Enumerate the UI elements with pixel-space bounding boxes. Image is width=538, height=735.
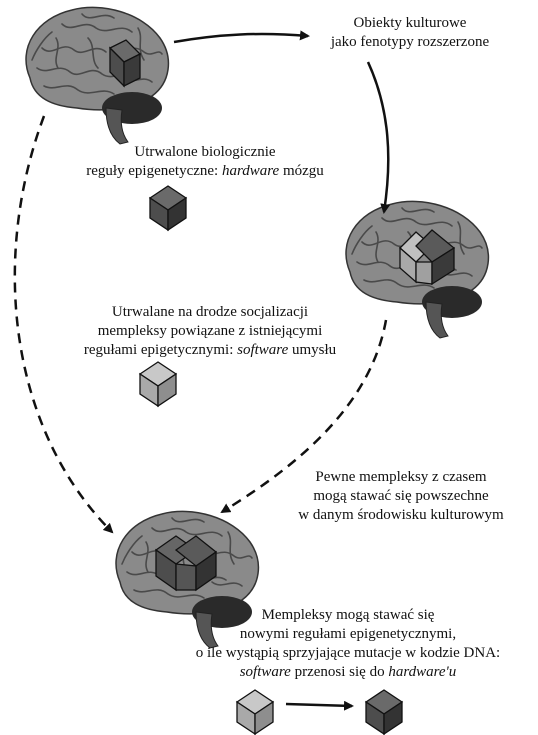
label-software: Utrwalane na drodze socjalizacji memplek…: [30, 303, 390, 360]
brain-icon: [26, 7, 168, 144]
arrow-objects-to-brain2: [368, 62, 388, 212]
cube-light-icon: [237, 690, 273, 734]
label-mutation: Mempleksy mogą stawać się nowymi regułam…: [160, 606, 536, 682]
label-hardware: Utrwalone biologicznie reguły epigenetyc…: [60, 143, 350, 181]
arrow-software-to-hardware: [286, 704, 352, 706]
arrow-brain1-to-objects: [174, 34, 308, 42]
cube-light-icon: [140, 362, 176, 406]
cube-dark-icon: [150, 186, 186, 230]
label-cultural-objects: Obiekty kulturowe jako fenotypy rozszerz…: [290, 14, 530, 52]
label-common: Pewne mempleksy z czasem mogą stawać się…: [268, 468, 534, 525]
cube-dark-icon: [366, 690, 402, 734]
